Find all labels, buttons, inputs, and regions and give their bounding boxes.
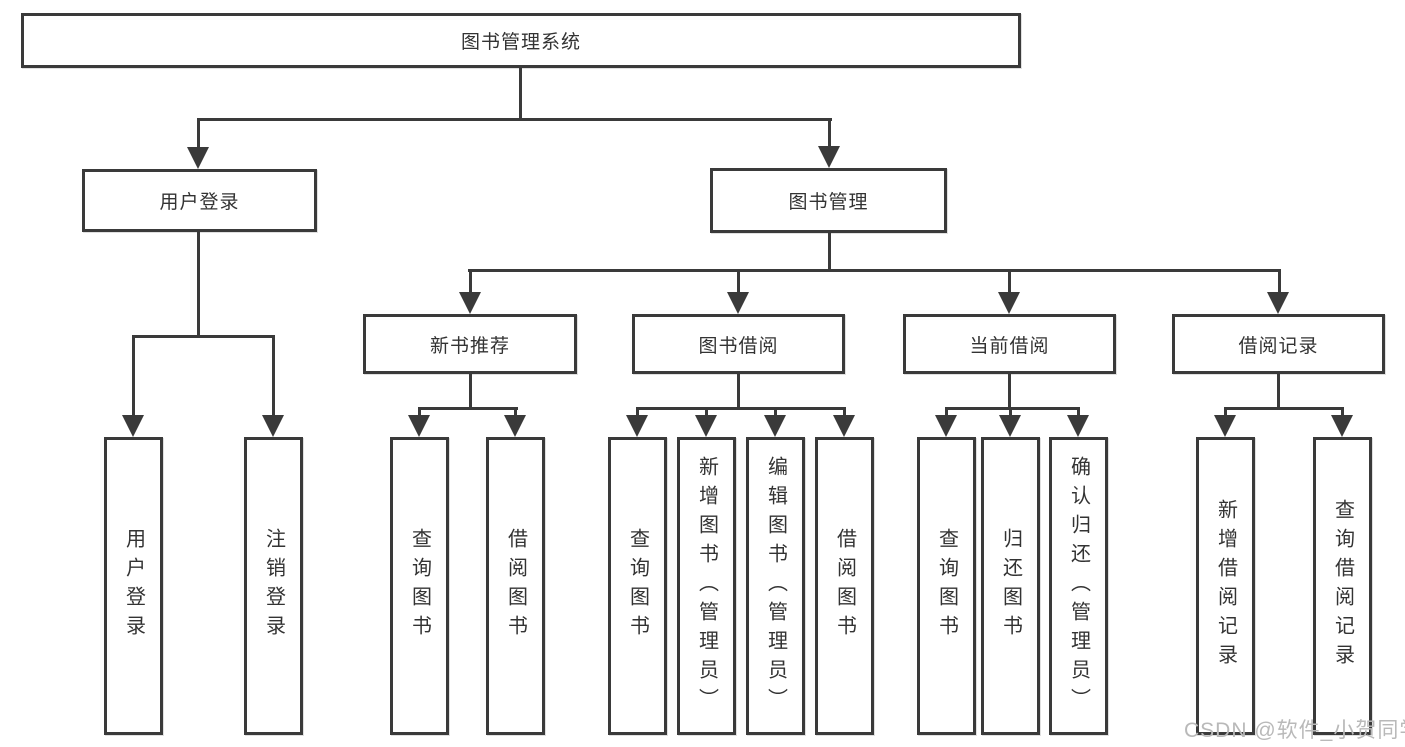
arrowhead-down-icon <box>935 415 957 437</box>
arrowhead-down-icon <box>626 415 648 437</box>
leaf-add-borrow-record-label: 新增借阅记录 <box>1214 499 1237 673</box>
connector-line <box>828 233 831 271</box>
arrowhead-down-icon <box>459 292 481 314</box>
connector-line <box>1278 271 1281 295</box>
leaf-query-books-borrow: 查询图书 <box>608 437 667 735</box>
node-borrow-records-label: 借阅记录 <box>1238 335 1319 357</box>
leaf-user-login-label: 用户登录 <box>122 528 145 644</box>
arrowhead-down-icon <box>833 415 855 437</box>
leaf-query-books-recommend: 查询图书 <box>390 437 449 735</box>
node-root-label: 图书管理系统 <box>460 32 581 53</box>
connector-line <box>519 68 522 120</box>
connector-line <box>469 374 472 410</box>
leaf-query-books-recommend-label: 查询图书 <box>408 528 431 644</box>
connector-line <box>1077 407 1080 421</box>
connector-line <box>1224 407 1344 410</box>
leaf-borrow-books: 借阅图书 <box>815 437 874 735</box>
arrowhead-down-icon <box>818 146 840 168</box>
arrowhead-down-icon <box>727 292 749 314</box>
leaf-confirm-return-admin-label: 确认归还（管理员） <box>1067 455 1090 717</box>
leaf-borrow-books-label: 借阅图书 <box>833 528 856 644</box>
connector-line <box>1341 407 1344 421</box>
arrowhead-down-icon <box>695 415 717 437</box>
watermark: CSDN @软件_小贺同学 <box>1184 719 1405 742</box>
connector-line <box>636 407 846 410</box>
connector-line <box>132 335 135 421</box>
leaf-edit-book-admin: 编辑图书（管理员） <box>746 437 805 735</box>
arrowhead-down-icon <box>122 415 144 437</box>
leaf-return-books-label: 归还图书 <box>999 528 1022 644</box>
leaf-query-borrow-record: 查询借阅记录 <box>1313 437 1372 735</box>
arrowhead-down-icon <box>1067 415 1089 437</box>
connector-line <box>1008 374 1011 410</box>
connector-line <box>418 407 518 410</box>
leaf-query-borrow-record-label: 查询借阅记录 <box>1331 499 1354 673</box>
connector-line <box>774 407 777 421</box>
node-current-borrow: 当前借阅 <box>903 314 1116 374</box>
leaf-borrow-books-recommend: 借阅图书 <box>486 437 545 735</box>
leaf-add-borrow-record: 新增借阅记录 <box>1196 437 1255 735</box>
node-current-borrow-label: 当前借阅 <box>969 335 1050 357</box>
arrowhead-down-icon <box>1214 415 1236 437</box>
connector-line <box>1277 374 1280 410</box>
connector-line <box>828 118 831 152</box>
connector-line <box>945 407 1080 410</box>
leaf-logout: 注销登录 <box>244 437 303 735</box>
leaf-query-books-current-label: 查询图书 <box>935 528 958 644</box>
leaf-borrow-books-recommend-label: 借阅图书 <box>504 528 527 644</box>
node-root: 图书管理系统 <box>21 13 1021 68</box>
arrowhead-down-icon <box>262 415 284 437</box>
node-book-borrow: 图书借阅 <box>632 314 845 374</box>
leaf-add-book-admin-label: 新增图书（管理员） <box>695 455 718 717</box>
leaf-confirm-return-admin: 确认归还（管理员） <box>1049 437 1108 735</box>
node-book-management-label: 图书管理 <box>788 192 869 213</box>
connector-line <box>636 407 639 421</box>
arrowhead-down-icon <box>764 415 786 437</box>
connector-line <box>737 374 740 410</box>
leaf-edit-book-admin-label: 编辑图书（管理员） <box>764 455 787 717</box>
leaf-query-books-current: 查询图书 <box>917 437 976 735</box>
arrowhead-down-icon <box>1267 292 1289 314</box>
node-book-management: 图书管理 <box>710 168 947 233</box>
arrowhead-down-icon <box>1331 415 1353 437</box>
arrowhead-down-icon <box>999 415 1021 437</box>
arrowhead-down-icon <box>408 415 430 437</box>
connector-line <box>514 407 517 421</box>
connector-line <box>272 335 275 421</box>
connector-line <box>197 118 200 154</box>
connector-line <box>945 407 948 421</box>
leaf-return-books: 归还图书 <box>981 437 1040 735</box>
connector-line <box>1009 407 1012 421</box>
connector-line <box>737 271 740 295</box>
connector-line <box>418 407 421 421</box>
leaf-add-book-admin: 新增图书（管理员） <box>677 437 736 735</box>
node-new-book-recommend-label: 新书推荐 <box>429 335 510 357</box>
connector-line <box>469 271 472 295</box>
leaf-query-books-borrow-label: 查询图书 <box>626 528 649 644</box>
connector-line <box>705 407 708 421</box>
connector-line <box>843 407 846 421</box>
node-user-login: 用户登录 <box>82 169 317 232</box>
node-borrow-records: 借阅记录 <box>1172 314 1385 374</box>
node-book-borrow-label: 图书借阅 <box>698 335 779 357</box>
connector-line <box>132 335 275 338</box>
arrowhead-down-icon <box>187 147 209 169</box>
leaf-logout-label: 注销登录 <box>262 528 285 644</box>
node-user-login-label: 用户登录 <box>159 192 240 213</box>
node-new-book-recommend: 新书推荐 <box>363 314 577 374</box>
arrowhead-down-icon <box>504 415 526 437</box>
arrowhead-down-icon <box>998 292 1020 314</box>
leaf-user-login: 用户登录 <box>104 437 163 735</box>
connector-line <box>198 118 832 121</box>
connector-line <box>197 232 200 335</box>
connector-line <box>1224 407 1227 421</box>
connector-line <box>1008 271 1011 295</box>
connector-line <box>468 269 1281 272</box>
